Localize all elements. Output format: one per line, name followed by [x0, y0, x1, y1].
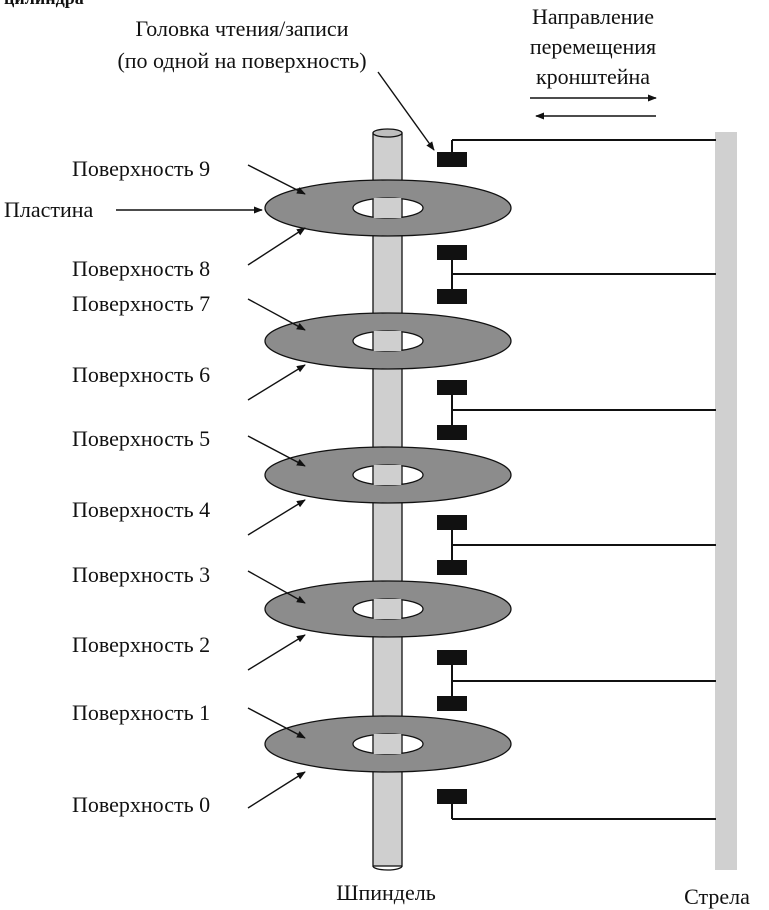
surface-9-arrow: [247, 164, 306, 195]
spindle-through-hole: [373, 734, 402, 754]
platters: [264, 179, 512, 773]
arm-bar: [715, 132, 737, 870]
read-write-head-5: [437, 425, 467, 440]
read-write-heads: [437, 139, 716, 820]
read-write-head-7: [437, 289, 467, 304]
surface-label-6: Поверхность 6: [72, 362, 210, 387]
platter-label: Пластина: [4, 197, 94, 222]
surface-label-4: Поверхность 4: [72, 497, 210, 522]
surface-6-arrow: [247, 364, 306, 401]
surface-8-arrow: [247, 227, 306, 266]
surface-label-1: Поверхность 1: [72, 700, 210, 725]
label-arrows: [247, 164, 306, 809]
platter-1: [264, 179, 512, 237]
spindle-through-hole: [373, 331, 402, 351]
head-label-arrow: [377, 71, 435, 151]
top-partial-caption: цилиндра: [4, 0, 84, 8]
surface-label-2: Поверхность 2: [72, 632, 210, 657]
spindle-through-hole: [373, 599, 402, 619]
arm-label: Стрела: [684, 884, 750, 909]
head-label-line1: Головка чтения/записи: [136, 16, 349, 41]
platter-5: [264, 715, 512, 773]
surface-7-arrow: [247, 298, 306, 331]
spindle-through-hole: [373, 465, 402, 485]
surface-label-0: Поверхность 0: [72, 792, 210, 817]
surface-label-8: Поверхность 8: [72, 256, 210, 281]
surface-label-9: Поверхность 9: [72, 156, 210, 181]
read-write-head-1: [437, 696, 467, 711]
surface-0-arrow: [247, 771, 306, 809]
direction-label-line1: Направление: [532, 4, 654, 29]
surface-1-arrow: [247, 707, 306, 739]
surface-3-arrow: [247, 570, 306, 604]
surface-2-arrow: [247, 634, 306, 671]
surface-label-5: Поверхность 5: [72, 426, 210, 451]
surface-5-arrow: [247, 435, 306, 467]
surface-label-3: Поверхность 3: [72, 562, 210, 587]
spindle-label: Шпиндель: [336, 880, 435, 905]
platter-3: [264, 446, 512, 504]
direction-label-line3: кронштейна: [536, 64, 650, 89]
head-label-line2: (по одной на поверхность): [117, 48, 366, 73]
spindle-through-hole: [373, 198, 402, 218]
read-write-head-0: [437, 789, 467, 804]
read-write-head-3: [437, 560, 467, 575]
read-write-head-9: [437, 152, 467, 167]
direction-label-line2: перемещения: [530, 34, 656, 59]
surface-4-arrow: [247, 499, 306, 536]
platter-4: [264, 580, 512, 638]
surface-label-7: Поверхность 7: [72, 291, 210, 316]
platter-2: [264, 312, 512, 370]
